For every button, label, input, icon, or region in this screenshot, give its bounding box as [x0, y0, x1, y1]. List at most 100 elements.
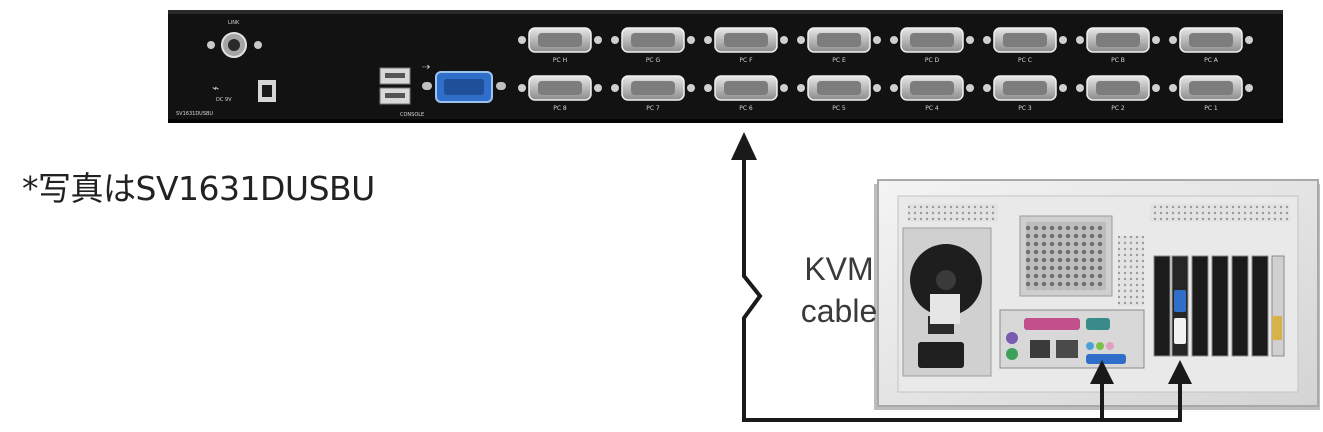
port-pins: [1189, 33, 1233, 47]
port-screw-right: [594, 36, 602, 44]
port-screw-right: [1245, 84, 1253, 92]
pc-port-label: PC G: [646, 57, 661, 64]
port-screw-right: [873, 84, 881, 92]
link-port: LINK: [207, 20, 262, 58]
expansion-slot-6: [1251, 255, 1269, 357]
graphics-card-vga: [1174, 290, 1186, 312]
arrow-up-to-switch: [731, 132, 757, 160]
pc-port: PC A: [1169, 27, 1253, 64]
port-screw-left: [518, 84, 526, 92]
pc-port: PC 7: [611, 75, 695, 112]
expansion-slot-5: [1231, 255, 1249, 357]
case-fan: [1019, 215, 1113, 297]
usb-ports-mobo: [1030, 340, 1050, 358]
console-ports: ⇢ CONSOLE: [379, 62, 506, 118]
console-vga-screw-right: [496, 82, 506, 90]
port-pins: [817, 81, 861, 95]
expansion-slot-7: [1271, 255, 1285, 357]
serial-port: [1086, 318, 1110, 330]
psu-label-sticker: [930, 294, 960, 324]
case-fan-grille: [1026, 222, 1106, 290]
port-screw-left: [704, 84, 712, 92]
usb-port-lower-tongue: [385, 93, 405, 98]
port-screw-right: [1152, 84, 1160, 92]
port-screw-right: [687, 36, 695, 44]
port-screw-left: [983, 84, 991, 92]
pc-port-label: PC E: [832, 57, 846, 64]
port-screw-left: [797, 36, 805, 44]
kvm-cable-label: KVM cable: [784, 248, 894, 332]
port-pins: [538, 33, 582, 47]
port-screw-left: [1076, 84, 1084, 92]
pc-port-label: PC 5: [832, 105, 846, 112]
pc-port-label: PC 8: [553, 105, 567, 112]
port-screw-left: [890, 36, 898, 44]
psu-power-inlet: [918, 342, 964, 368]
port-screw-right: [594, 84, 602, 92]
port-pins: [631, 33, 675, 47]
pc-port-label: PC F: [739, 57, 753, 64]
console-vga-screw-left: [422, 82, 432, 90]
power-supply: [902, 227, 992, 377]
port-pins: [910, 33, 954, 47]
pc-port: PC E: [797, 27, 881, 64]
top-vent-right: [1150, 204, 1290, 222]
audio-port-2: [1096, 342, 1104, 350]
port-screw-left: [704, 36, 712, 44]
port-screw-right: [873, 36, 881, 44]
ps2-port-keyboard: [1006, 332, 1018, 344]
pc-port: PC H: [518, 27, 602, 64]
port-pins: [817, 33, 861, 47]
pc-port: PC 6: [704, 75, 788, 112]
arrow-up-to-ps2: [1090, 360, 1114, 384]
pc-port: PC 5: [797, 75, 881, 112]
port-screw-right: [966, 84, 974, 92]
power-jack: ⌁ DC 9V SV1631DUSBU: [176, 80, 276, 117]
port-screw-right: [1152, 36, 1160, 44]
link-port-hole: [228, 39, 240, 51]
port-pins: [631, 81, 675, 95]
port-pins: [724, 81, 768, 95]
pc-port: PC G: [611, 27, 695, 64]
port-pins: [1096, 33, 1140, 47]
pc-port-label: PC B: [1111, 57, 1125, 64]
ps2-port-mouse: [1006, 348, 1018, 360]
link-port-screw-left: [207, 41, 215, 49]
expansion-slot-3: [1191, 255, 1209, 357]
lan-port: [1056, 340, 1078, 358]
pc-port: PC F: [704, 27, 788, 64]
port-screw-left: [1076, 36, 1084, 44]
audio-port-3: [1106, 342, 1114, 350]
port-screw-left: [611, 84, 619, 92]
port-pins: [538, 81, 582, 95]
pc-port: PC 2: [1076, 75, 1160, 112]
console-vga-pins: [444, 79, 484, 95]
pc-port: PC B: [1076, 27, 1160, 64]
pc-port-label: PC A: [1204, 57, 1219, 64]
power-jack-label: DC 9V: [216, 97, 232, 103]
kvm-cable-path: [742, 152, 1182, 422]
port-screw-right: [966, 36, 974, 44]
pc-port-label: PC 6: [739, 105, 753, 112]
power-plug-icon: ⌁: [212, 81, 219, 95]
port-screw-right: [1059, 84, 1067, 92]
pc-port: PC 1: [1169, 75, 1253, 112]
pc-port: PC 3: [983, 75, 1067, 112]
power-jack-hole: [262, 85, 272, 97]
pc-port-label: PC 2: [1111, 105, 1125, 112]
pc-port-label: PC D: [925, 57, 940, 64]
cable-line: [742, 152, 763, 420]
port-screw-left: [983, 36, 991, 44]
pc-port: PC C: [983, 27, 1067, 64]
port-pins: [1096, 81, 1140, 95]
port-screw-right: [1245, 36, 1253, 44]
pc-ports-top-row: PC H PC G PC F PC E PC D PC C PC B PC A: [518, 27, 1253, 64]
photo-caption: *写真はSV1631DUSBU: [22, 169, 375, 208]
port-screw-right: [780, 36, 788, 44]
usb-port-upper-tongue: [385, 73, 405, 78]
graphics-card-dvi: [1174, 318, 1186, 344]
vga-port-mobo: [1086, 354, 1126, 364]
psu-fan-hub: [936, 270, 956, 290]
